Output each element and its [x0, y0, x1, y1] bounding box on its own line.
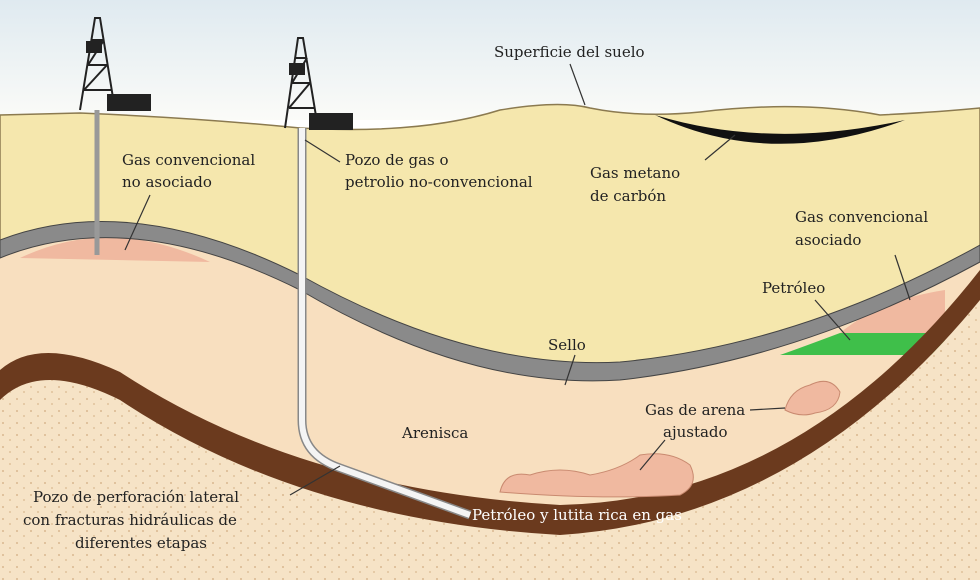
derrick-left [79, 17, 151, 111]
label-conventional-associated-2: asociado [795, 231, 862, 249]
label-lateral-3: diferentes etapas [75, 534, 207, 552]
coal-seam [655, 115, 905, 144]
label-seal: Sello [548, 336, 586, 354]
label-surface: Superficie del suelo [494, 43, 645, 61]
shale-layer [0, 270, 980, 535]
label-conventional-nonassociated-1: Gas convencional [122, 151, 256, 169]
tight-gas-sand-small [784, 380, 841, 416]
label-shale: Petróleo y lutita rica en gas [472, 506, 682, 524]
label-conventional-nonassociated-2: no asociado [122, 173, 212, 191]
derrick-right [284, 37, 353, 130]
label-tight-gas-2: ajustado [663, 423, 728, 441]
label-lateral-2: con fracturas hidráulicas de [23, 511, 237, 529]
sandstone-lower [0, 300, 980, 580]
label-oil: Petróleo [762, 279, 826, 297]
label-unconventional-well-2: petrolio no-convencional [345, 173, 533, 191]
conventional-gas-reservoir [20, 237, 210, 262]
label-unconventional-well-1: Pozo de gas o [345, 151, 449, 169]
oil-reservoir [780, 333, 945, 355]
label-sandstone: Arenisca [402, 424, 469, 442]
label-lateral-1: Pozo de perforación lateral [33, 488, 240, 506]
label-tight-gas-1: Gas de arena [645, 401, 746, 419]
sky [0, 0, 980, 120]
label-conventional-associated-1: Gas convencional [795, 208, 929, 226]
label-coalbed-2: de carbón [590, 187, 667, 205]
leader-lines [124, 63, 911, 496]
label-coalbed-1: Gas metano [590, 164, 681, 182]
associated-gas-reservoir [840, 290, 945, 333]
